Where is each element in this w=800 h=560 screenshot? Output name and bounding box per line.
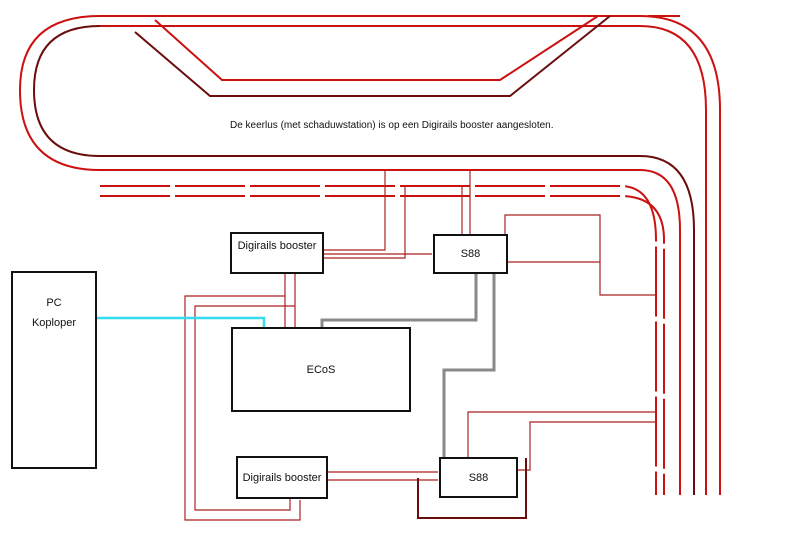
outer-rail-inner: [100, 25, 707, 495]
pc-box: PC Koploper: [11, 271, 97, 469]
pc-label-line2: Koploper: [31, 317, 77, 329]
pc-label: PC Koploper: [32, 293, 76, 333]
shadow-station-outer: [134, 15, 611, 97]
left-curve-inner: [32, 25, 695, 495]
booster-top-box: Digirails booster: [230, 232, 324, 274]
booster-bottom-label: Digirails booster: [242, 471, 322, 484]
wire-left-loop: [184, 295, 301, 521]
booster-bottom-box: Digirails booster: [236, 456, 328, 499]
usb-cable: [96, 316, 266, 330]
wire-booster-top-to-track: [322, 170, 386, 251]
bottom-dark-wire: [417, 458, 527, 519]
bus-ecos-to-s88-top: [320, 274, 478, 330]
shadow-station-inner: [154, 15, 599, 81]
ecos-box: ECoS: [231, 327, 411, 412]
left-curve-outer: [18, 15, 681, 495]
bus-s88-top-to-s88-bottom: [442, 274, 496, 458]
wire-booster-top-to-track-2: [322, 186, 406, 259]
wire-left-loop-2: [194, 305, 295, 511]
s88-bottom-label: S88: [468, 471, 489, 484]
booster-top-label: Digirails booster: [237, 240, 317, 252]
ecos-label: ECoS: [306, 363, 336, 376]
pc-label-line1: PC: [46, 297, 62, 309]
diagram-caption: De keerlus (met schaduwstation) is op ee…: [230, 120, 554, 131]
wire-s88-bottom-up: [467, 411, 656, 458]
s88-bottom-box: S88: [439, 457, 518, 498]
outer-track: [18, 15, 721, 495]
s88-top-label: S88: [460, 248, 481, 260]
outer-rail-outer: [100, 15, 721, 495]
wire-s88-top-right: [504, 214, 656, 296]
s88-bus: [320, 274, 496, 458]
wire-s88-bottom-right: [516, 421, 656, 471]
s88-top-box: S88: [433, 234, 508, 274]
shadow-station: [134, 15, 611, 97]
feeder-wires: [184, 170, 656, 521]
middle-track-b: [100, 195, 665, 495]
middle-track-a: [100, 185, 657, 495]
